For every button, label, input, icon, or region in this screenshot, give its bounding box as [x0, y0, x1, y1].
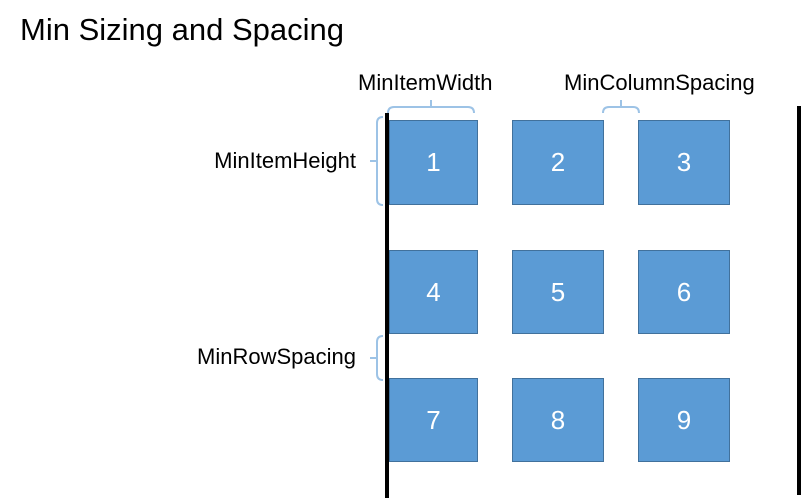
grid-item-number: 8: [550, 404, 566, 435]
grid-item: 5: [512, 250, 604, 334]
grid-item: 1: [389, 120, 478, 205]
container-right-edge-line: [797, 106, 801, 495]
min-row-spacing-brace-icon: [369, 335, 384, 381]
min-item-height-brace-icon: [369, 116, 384, 206]
min-item-width-bracket-icon: [387, 99, 475, 114]
grid-item: 3: [638, 120, 730, 205]
container-left-edge-line: [385, 113, 389, 498]
grid-item: 8: [512, 378, 604, 462]
grid-item: 7: [389, 378, 478, 462]
grid-item-number: 7: [426, 404, 441, 435]
page-title: Min Sizing and Spacing: [20, 12, 344, 47]
grid-item-number: 2: [550, 147, 566, 177]
grid-item-number: 3: [676, 147, 692, 177]
grid-item-number: 5: [550, 276, 566, 307]
grid-item-number: 4: [426, 276, 441, 307]
min-item-width-label: MinItemWidth: [358, 70, 493, 95]
grid-item-number: 9: [676, 404, 692, 435]
min-column-spacing-label: MinColumnSpacing: [564, 70, 755, 95]
grid-item: 4: [389, 250, 478, 334]
grid-item: 9: [638, 378, 730, 462]
min-column-spacing-bracket-icon: [602, 99, 640, 114]
grid-item-number: 6: [676, 276, 692, 307]
min-item-height-label: MinItemHeight: [214, 148, 356, 173]
grid-item: 2: [512, 120, 604, 205]
grid-item: 6: [638, 250, 730, 334]
grid-item-number: 1: [426, 147, 441, 177]
min-row-spacing-label: MinRowSpacing: [197, 344, 356, 369]
